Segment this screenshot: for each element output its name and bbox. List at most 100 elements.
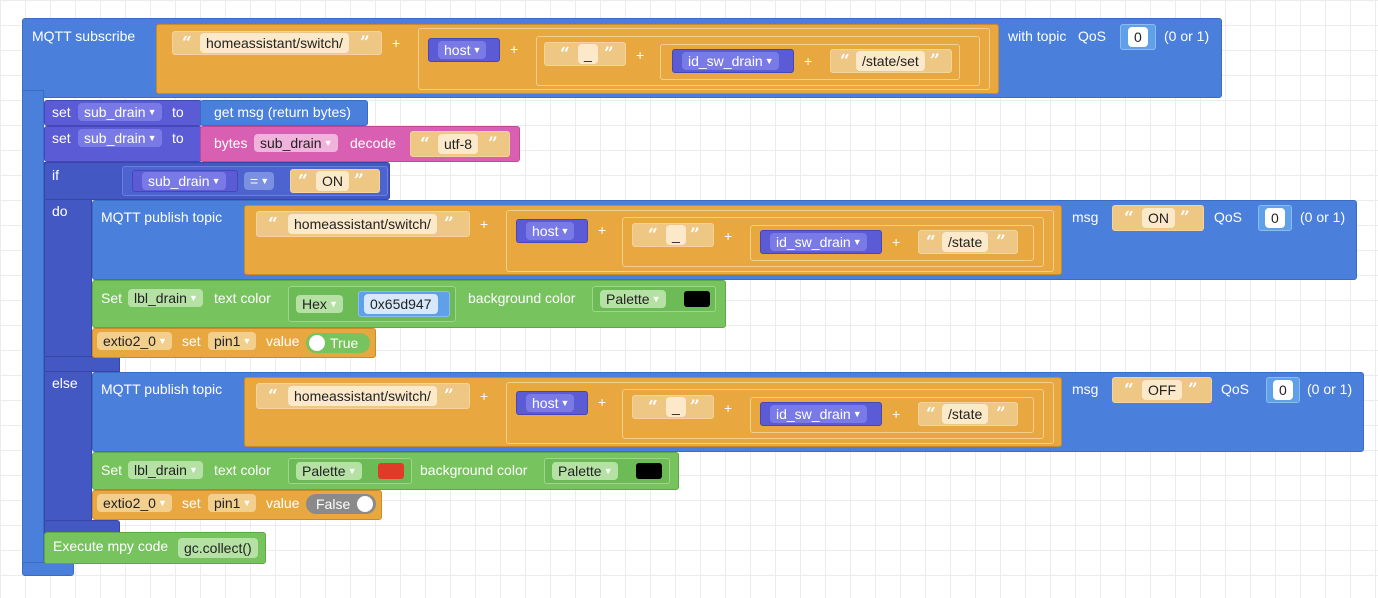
background-color-label: background color [420, 462, 528, 478]
toggle-false-label: False [316, 496, 351, 512]
set-label: Set [101, 462, 123, 478]
set-label: set [52, 130, 71, 146]
quote-close-icon: ” [690, 397, 700, 417]
quote-close-icon: ” [444, 214, 454, 234]
publish-on-qos-value[interactable]: 0 [1265, 208, 1285, 228]
bytes-variable-dropdown[interactable]: sub_drain▼ [254, 134, 338, 152]
get-msg-label: get msg (return bytes) [214, 104, 351, 120]
publish-on-underscore[interactable]: _ [666, 225, 686, 245]
publish-on-id-dropdown[interactable]: id_sw_drain▼ [770, 233, 867, 251]
publish-off-msg[interactable]: OFF [1142, 380, 1182, 400]
quote-open-icon: “ [298, 171, 308, 191]
subscribe-underscore[interactable]: _ [578, 44, 598, 64]
publish-on-suffix[interactable]: /state [942, 232, 989, 252]
bytes-label: bytes [214, 135, 248, 151]
if-else-separator [44, 356, 120, 372]
toggle-true[interactable]: True [306, 333, 370, 353]
publish-on-host-dropdown[interactable]: host▼ [526, 222, 575, 240]
dropdown-arrow-icon: ▼ [651, 294, 661, 304]
color-off-target-dropdown[interactable]: lbl_drain▼ [128, 461, 203, 479]
bg-palette-dropdown-off[interactable]: Palette▼ [552, 462, 618, 480]
subscribe-suffix[interactable]: /state/set [856, 51, 925, 71]
text-color-label: text color [214, 462, 271, 478]
publish-off-prefix[interactable]: homeassistant/switch/ [288, 386, 437, 406]
quote-open-icon: “ [648, 225, 658, 245]
plus-operator: + [724, 228, 733, 244]
hex-mode-dropdown[interactable]: Hex▼ [296, 295, 343, 313]
quote-close-icon: ” [354, 171, 364, 191]
bg-color-swatch-off[interactable] [636, 463, 662, 479]
toggle-knob-icon [309, 335, 325, 351]
mqtt-subscribe-spine [22, 90, 44, 576]
decode-label: decode [350, 135, 396, 151]
publish-off-host-dropdown[interactable]: host▼ [526, 394, 575, 412]
toggle-false[interactable]: False [306, 494, 376, 514]
dropdown-arrow-icon: ▼ [560, 226, 570, 236]
quote-open-icon: “ [420, 134, 430, 154]
dropdown-arrow-icon: ▼ [560, 398, 570, 408]
publish-on-msg[interactable]: ON [1142, 208, 1175, 228]
publish-off-qos-value[interactable]: 0 [1273, 380, 1293, 400]
publish-off-qos-hint: (0 or 1) [1307, 381, 1353, 397]
subscribe-topic-prefix[interactable]: homeassistant/switch/ [200, 33, 349, 53]
quote-open-icon: “ [268, 214, 278, 234]
quote-open-icon: “ [840, 51, 850, 71]
quote-open-icon: “ [1124, 208, 1134, 228]
publish-off-id-dropdown[interactable]: id_sw_drain▼ [770, 405, 867, 423]
dropdown-arrow-icon: ▼ [852, 409, 862, 419]
bg-palette-dropdown-on[interactable]: Palette▼ [600, 290, 666, 308]
text-color-label: text color [214, 290, 271, 306]
bg-color-swatch-on[interactable] [684, 291, 710, 307]
text-palette-dropdown-off[interactable]: Palette▼ [296, 462, 362, 480]
dropdown-arrow-icon: ▼ [603, 466, 613, 476]
publish-on-msg-label: msg [1072, 209, 1099, 225]
plus-operator: + [892, 234, 901, 250]
dropdown-arrow-icon: ▼ [328, 299, 338, 309]
publish-off-qos-label: QoS [1221, 381, 1250, 397]
publish-off-underscore[interactable]: _ [666, 397, 686, 417]
dropdown-arrow-icon: ▼ [852, 237, 862, 247]
dropdown-arrow-icon: ▼ [189, 465, 198, 475]
publish-on-prefix[interactable]: homeassistant/switch/ [288, 214, 437, 234]
encoding-value[interactable]: utf-8 [438, 134, 479, 154]
get-msg-block[interactable] [200, 100, 368, 126]
compare-variable-dropdown[interactable]: sub_drain▼ [142, 172, 226, 190]
publish-off-msg-label: msg [1072, 381, 1099, 397]
set1-variable-dropdown[interactable]: sub_drain▼ [78, 103, 162, 121]
dropdown-arrow-icon: ▼ [347, 466, 357, 476]
set-label: set [182, 495, 201, 511]
quote-close-icon: ” [690, 225, 700, 245]
quote-close-icon: ” [1180, 208, 1190, 228]
toggle-knob-icon [357, 496, 373, 512]
quote-close-icon: ” [996, 404, 1006, 424]
extio-off-device-dropdown[interactable]: extio2_0▼ [97, 494, 172, 512]
to-label: to [172, 104, 184, 120]
if-else-block[interactable] [44, 162, 92, 536]
quote-close-icon: ” [360, 33, 370, 53]
value-label: value [266, 333, 300, 349]
compare-value[interactable]: ON [316, 171, 349, 191]
plus-operator: + [636, 47, 645, 63]
compare-operator-dropdown[interactable]: =▼ [244, 172, 275, 190]
quote-close-icon: ” [488, 134, 498, 154]
extio-on-pin-dropdown[interactable]: pin1▼ [208, 332, 257, 350]
subscribe-id-dropdown[interactable]: id_sw_drain▼ [682, 52, 779, 70]
dropdown-arrow-icon: ▼ [472, 45, 482, 55]
hex-value[interactable]: 0x65d947 [364, 294, 438, 314]
color-on-target-dropdown[interactable]: lbl_drain▼ [128, 289, 203, 307]
plus-operator: + [724, 400, 733, 416]
extio-on-device-dropdown[interactable]: extio2_0▼ [97, 332, 172, 350]
subscribe-qos-value[interactable]: 0 [1128, 27, 1148, 47]
quote-close-icon: ” [996, 232, 1006, 252]
quote-close-icon: ” [1188, 380, 1198, 400]
dropdown-arrow-icon: ▼ [764, 56, 774, 66]
set2-variable-dropdown[interactable]: sub_drain▼ [78, 129, 162, 147]
toggle-true-label: True [330, 335, 359, 351]
plus-operator: + [598, 394, 607, 410]
subscribe-host-dropdown[interactable]: host▼ [438, 41, 487, 59]
extio-off-pin-dropdown[interactable]: pin1▼ [208, 494, 257, 512]
text-color-swatch-off[interactable] [378, 463, 404, 479]
plus-operator: + [480, 216, 489, 232]
execute-mpy-code[interactable]: gc.collect() [178, 538, 258, 558]
publish-off-suffix[interactable]: /state [942, 404, 989, 424]
